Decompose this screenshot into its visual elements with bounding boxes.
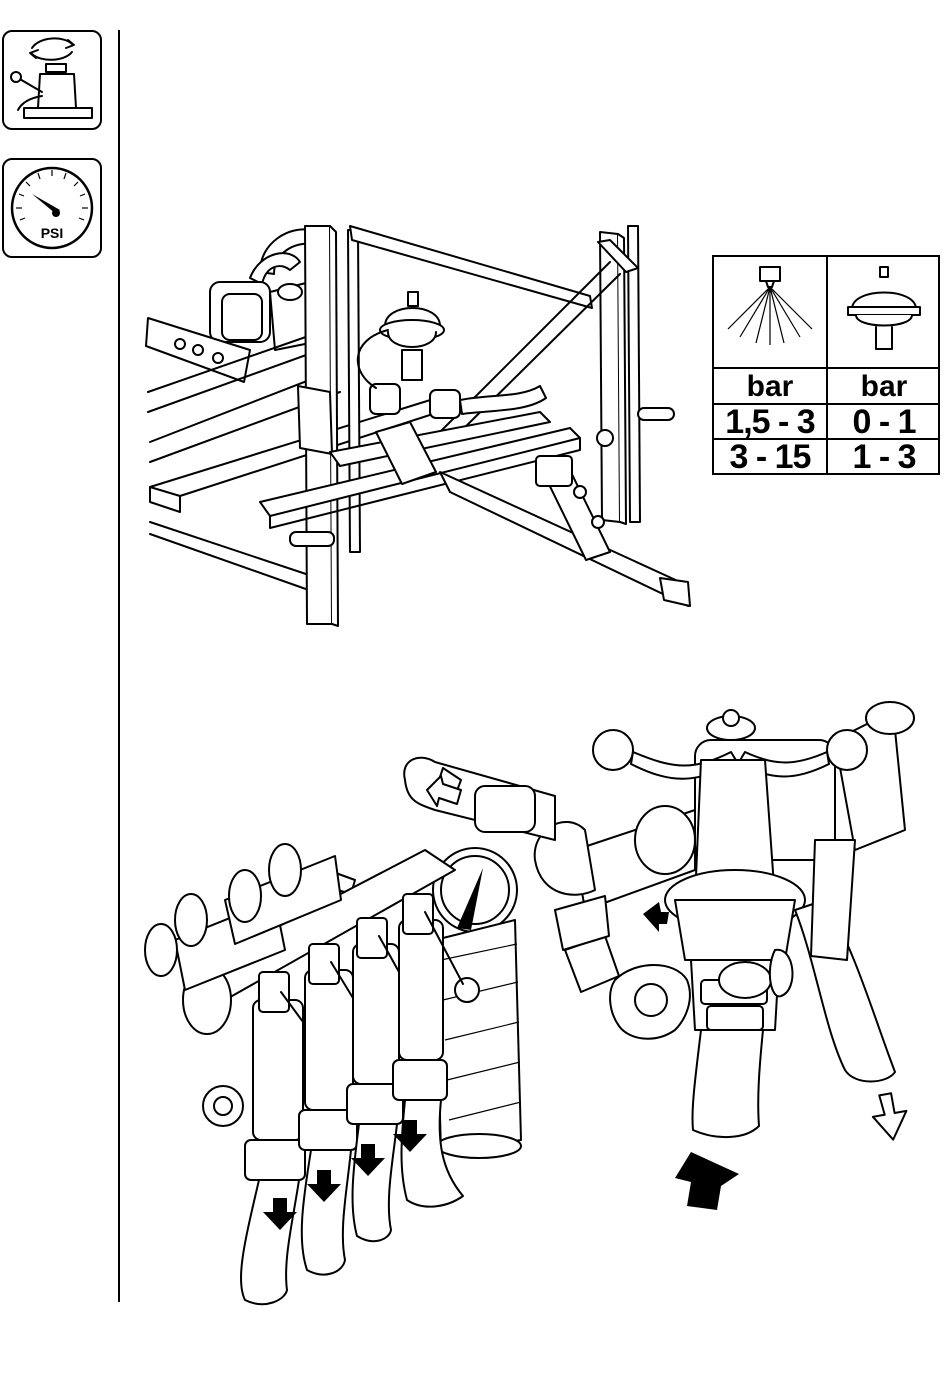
table-cell: 1,5 - 3 <box>714 405 826 439</box>
pump-rotation-icon <box>2 30 102 130</box>
table-header-accumulator: bar <box>828 372 940 402</box>
table-cell: 1 - 3 <box>828 440 940 474</box>
table-header-nozzle: bar <box>714 372 826 402</box>
accumulator-icon <box>828 257 940 367</box>
psi-label: PSI <box>41 225 64 241</box>
table-cell: 3 - 15 <box>714 440 826 474</box>
spray-nozzle-icon <box>714 257 826 367</box>
table-cell: 0 - 1 <box>828 405 940 439</box>
control-unit-illustration <box>135 700 935 1320</box>
pressure-table: bar bar 1,5 - 3 0 - 1 3 - 15 1 - 3 <box>712 255 940 475</box>
psi-gauge-icon: PSI <box>2 158 102 258</box>
sprayer-frame-illustration <box>140 222 700 642</box>
page-margin-rule <box>118 30 120 1302</box>
